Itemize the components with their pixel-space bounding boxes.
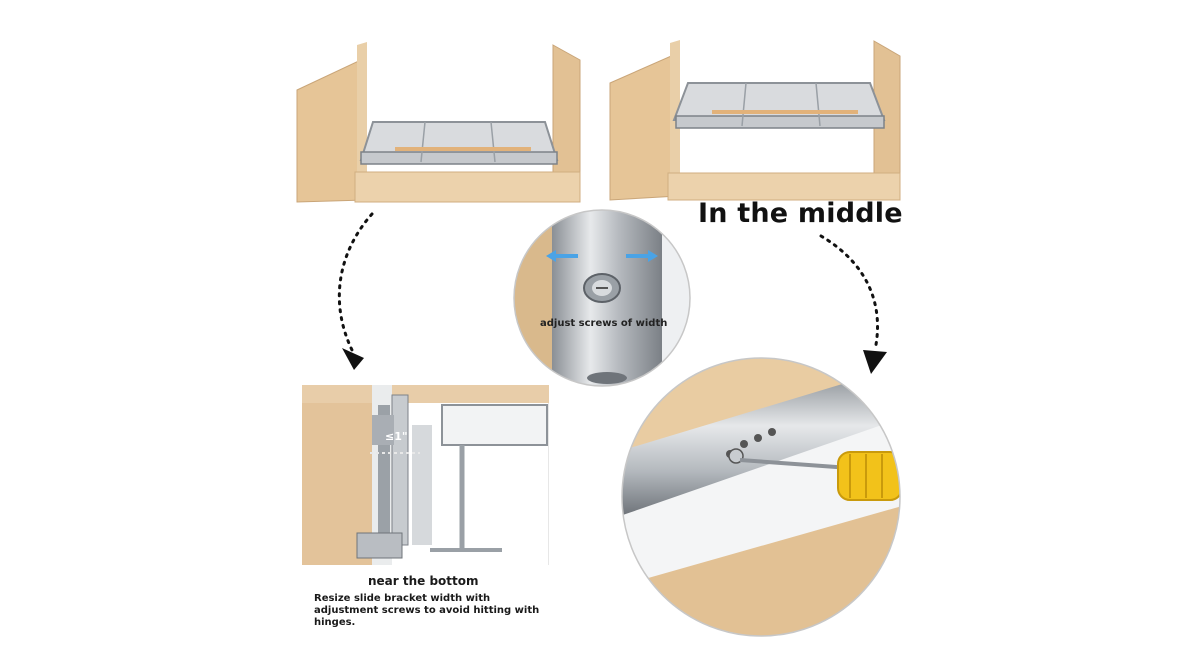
resize-instruction-text: Resize slide bracket width with adjustme… (314, 593, 540, 628)
screwdriver-closeup (621, 357, 901, 637)
cabinet-middle-illustration (609, 40, 901, 201)
cabinet-bottom-illustration (296, 42, 581, 203)
near-the-bottom-caption: near the bottom (368, 574, 479, 588)
in-the-middle-caption: In the middle (698, 198, 903, 229)
slide-bracket-closeup (302, 385, 549, 620)
dimension-mark: ≤1" (385, 430, 408, 443)
adjust-screw-closeup (513, 209, 691, 387)
dotted-arrow-left (337, 212, 374, 370)
adjust-screws-caption: adjust screws of width (540, 318, 668, 329)
dotted-arrow-right (819, 234, 887, 374)
